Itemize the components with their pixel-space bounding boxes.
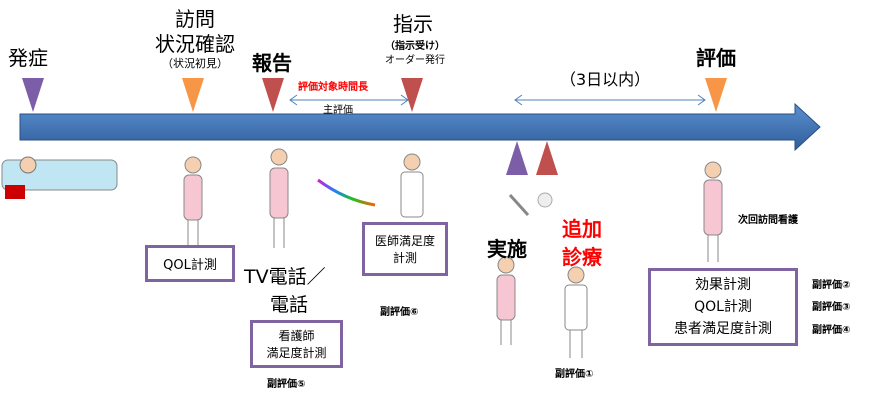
sub-eval-3: 副評価③ [812,302,851,313]
evaluation-label: 評価 [696,46,736,70]
visit-label-1: 訪問 [175,7,215,31]
visit-marker [182,78,204,112]
syringe-icon [508,192,553,217]
additional-care-label-2: 診療 [562,245,602,269]
sub-eval-2: 副評価② [812,280,851,291]
additional-care-label-1: 追加 [562,217,602,241]
nurse-box-line2: 満足度計測 [266,346,327,360]
nurse-satisfaction-box: 看護師満足度計測 [250,320,343,368]
timeline-arrow [19,102,821,152]
nurse-box-line1: 看護師 [278,329,315,343]
sub-eval-5: 副評価⑤ [267,379,306,390]
instruction-marker [401,78,423,112]
main-eval-label: 主評価 [323,105,353,116]
onset-marker [22,78,44,112]
doctor-figure-2 [564,266,588,358]
additional-care-marker [536,141,558,175]
visit-label-2: 状況確認 [155,32,235,56]
outcome-box-line1: 効果計測 [695,277,751,293]
implementation-label: 実施 [487,237,527,261]
outcome-box-line2: QOL計測 [694,299,752,315]
rainbow-arrow-icon [317,178,376,207]
outcome-box: 効果計測 QOL計測患者満足度計測 [648,268,798,346]
sub-eval-6: 副評価⑥ [380,307,419,318]
qol-box: QOL計測 [145,245,235,282]
within-days-label: （3日以内） [560,70,651,89]
doctor-box-line1: 医師満足度 [374,234,435,248]
nurse-figure-3 [496,256,516,345]
nurse-figure-1 [183,156,203,245]
doctor-box-line2: 計測 [392,251,417,265]
eval-period-label: 評価対象時間長 [298,82,368,93]
next-visit-label: 次回訪問看護 [738,215,798,226]
report-marker [262,78,284,112]
outcome-box-line3: 患者満足度計測 [674,321,772,337]
instruction-sub-2: オーダー発行 [385,55,445,66]
patient-in-bed-icon [1,156,118,199]
implementation-marker [506,141,528,175]
doctor-satisfaction-box: 医師満足度計測 [362,222,448,276]
three-days-arrow [514,94,706,106]
tv-phone-label-2: 電話 [270,294,309,316]
instruction-label: 指示 [393,12,433,36]
instruction-sub-1: （指示受け） [385,41,445,52]
sub-eval-1: 副評価① [555,369,594,380]
doctor-figure-1 [400,153,424,218]
nurse-figure-2 [269,148,289,248]
report-label: 報告 [252,51,292,75]
eval-period-arrow [289,94,409,106]
visit-sub-label: （状況初見） [162,57,228,70]
evaluation-marker [705,78,727,112]
nurse-figure-4 [703,161,723,262]
tv-phone-label-1: TV電話／ [244,266,326,288]
onset-label: 発症 [8,46,48,70]
sub-eval-4: 副評価④ [812,325,851,336]
qol-box-text: QOL計測 [163,258,217,273]
